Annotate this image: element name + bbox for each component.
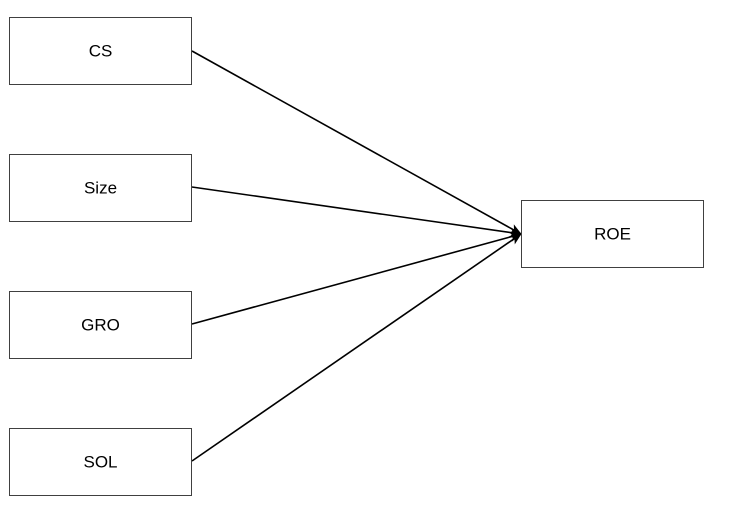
edge-sol-to-roe <box>191 233 522 462</box>
node-size-label: Size <box>84 179 117 198</box>
node-cs-box <box>9 17 192 85</box>
node-gro: GRO <box>9 291 192 359</box>
edge-cs-to-roe <box>191 50 522 235</box>
node-gro-label: GRO <box>81 316 120 335</box>
node-size-box <box>9 154 192 222</box>
edge-size-to-roe <box>191 186 522 238</box>
node-sol-label: SOL <box>83 453 117 472</box>
node-gro-box <box>9 291 192 359</box>
node-roe-label: ROE <box>594 225 631 244</box>
node-sol-box <box>9 428 192 496</box>
node-roe: ROE <box>521 200 704 268</box>
node-cs-label: CS <box>89 42 113 61</box>
node-cs: CS <box>9 17 192 85</box>
node-sol: SOL <box>9 428 192 496</box>
edge-gro-to-roe <box>191 232 522 325</box>
node-roe-box <box>521 200 704 268</box>
edges <box>191 50 522 462</box>
node-size: Size <box>9 154 192 222</box>
